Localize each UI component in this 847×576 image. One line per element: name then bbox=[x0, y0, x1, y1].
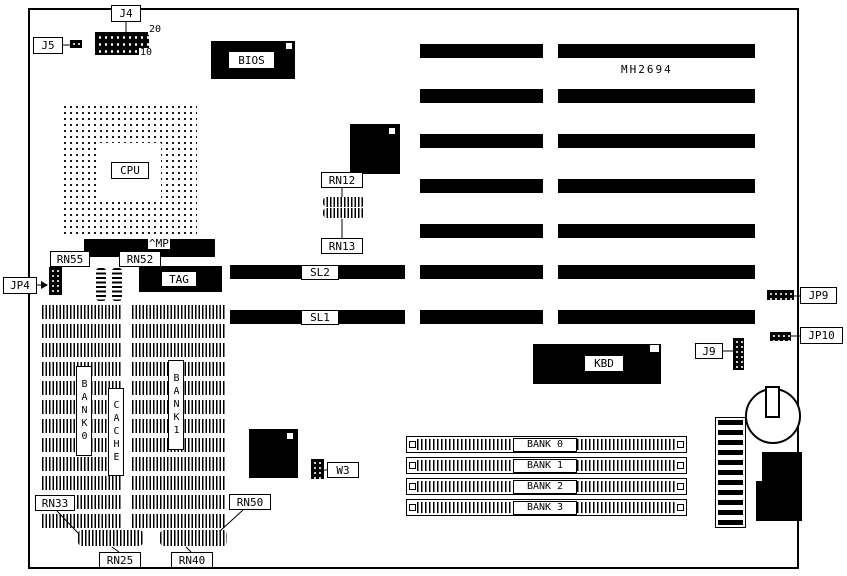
resistor-network-rn55 bbox=[96, 268, 106, 301]
isa-slot-segment bbox=[420, 134, 543, 148]
jumper-w3 bbox=[311, 459, 324, 479]
simm-clip-right bbox=[677, 462, 684, 469]
simm-bank2-label: BANK 2 bbox=[513, 480, 577, 494]
isa-slot-segment bbox=[558, 224, 755, 238]
slot-sl1-label: SL1 bbox=[301, 310, 339, 325]
leader-jp4-arrow bbox=[41, 281, 48, 289]
jumper-jp4-label: JP4 bbox=[3, 277, 37, 294]
tag-label: TAG bbox=[161, 271, 197, 287]
resistor-network-rn52 bbox=[112, 268, 122, 301]
leader-rn40 bbox=[185, 546, 192, 553]
simm-clip-left bbox=[409, 462, 416, 469]
j4-pin20-text: 20 bbox=[148, 24, 163, 35]
connector-j9-label: J9 bbox=[695, 343, 723, 359]
j4-pin10-text: 10 bbox=[139, 47, 154, 58]
jumper-jp9-label: JP9 bbox=[800, 287, 837, 304]
keyboard-din-connector-top bbox=[762, 452, 802, 482]
resistor-network-rn12 bbox=[323, 197, 365, 207]
power-connector bbox=[715, 417, 746, 528]
cache-bank1-label: BANK1 bbox=[168, 360, 184, 450]
kbd-label: KBD bbox=[584, 355, 624, 372]
isa-slot-segment bbox=[420, 224, 543, 238]
chipset-qfp-2-pin1-dot bbox=[287, 433, 293, 439]
simm-clip-left bbox=[409, 441, 416, 448]
bios-label: BIOS bbox=[228, 51, 275, 69]
cpu-label: CPU bbox=[111, 162, 149, 179]
jumper-jp4 bbox=[49, 267, 62, 295]
isa-slot-segment bbox=[420, 179, 543, 193]
simm-clip-right bbox=[677, 504, 684, 511]
simm-clip-left bbox=[409, 483, 416, 490]
slot-sl1-segment bbox=[420, 310, 543, 324]
bios-pin1-dot bbox=[286, 43, 292, 49]
leader-rn25 bbox=[111, 546, 120, 553]
slot-sl2-segment bbox=[420, 265, 543, 279]
mp-label: ^MP bbox=[148, 237, 170, 250]
leader-rn50 bbox=[219, 509, 244, 532]
slot-sl2-segment bbox=[558, 265, 755, 279]
isa-slot-segment bbox=[558, 89, 755, 103]
connector-j5-label: J5 bbox=[33, 37, 63, 54]
rn40-label: RN40 bbox=[171, 552, 213, 568]
connector-j9 bbox=[733, 338, 744, 370]
battery-clip bbox=[765, 386, 780, 418]
isa-slot-segment bbox=[558, 44, 755, 58]
simm-clip-left bbox=[409, 504, 416, 511]
resistor-network-rn13 bbox=[323, 208, 365, 218]
cache-bank0-label: BANK0 bbox=[76, 366, 92, 456]
pin-header-j4 bbox=[95, 32, 149, 55]
simm-bank0-label: BANK 0 bbox=[513, 438, 577, 452]
slot-sl1-segment bbox=[558, 310, 755, 324]
resistor-network-rn40 bbox=[160, 530, 227, 546]
jumper-jp9 bbox=[767, 290, 794, 300]
connector-j4-label: J4 bbox=[111, 5, 141, 22]
isa-slot-segment bbox=[558, 134, 755, 148]
rn50-label: RN50 bbox=[229, 494, 271, 510]
power-connector-pins bbox=[718, 420, 743, 525]
isa-slot-segment bbox=[558, 179, 755, 193]
resistor-network-rn25 bbox=[78, 530, 143, 546]
leader-rn33 bbox=[56, 510, 79, 534]
chipset-qfp-1-pin1-dot bbox=[389, 128, 395, 134]
rn55-label: RN55 bbox=[50, 251, 90, 267]
isa-slot-segment bbox=[420, 44, 543, 58]
keyboard-controller-notch bbox=[650, 345, 659, 352]
simm-bank3-label: BANK 3 bbox=[513, 501, 577, 515]
cache-label: CACHE bbox=[108, 388, 124, 476]
isa-slot-segment bbox=[420, 89, 543, 103]
jumper-jp10 bbox=[770, 332, 791, 341]
rn12-label: RN12 bbox=[321, 172, 363, 188]
keyboard-din-connector-body bbox=[756, 481, 802, 521]
rn13-label: RN13 bbox=[321, 238, 363, 254]
connector-j5 bbox=[70, 40, 82, 48]
simm-clip-right bbox=[677, 483, 684, 490]
jumper-w3-label: W3 bbox=[327, 462, 359, 478]
board-model-text: MH2694 bbox=[621, 63, 673, 76]
jumper-jp10-label: JP10 bbox=[800, 327, 843, 344]
slot-sl2-label: SL2 bbox=[301, 265, 339, 280]
simm-bank1-label: BANK 1 bbox=[513, 459, 577, 473]
rn25-label: RN25 bbox=[99, 552, 141, 568]
rn52-label: RN52 bbox=[119, 251, 161, 267]
rn33-label: RN33 bbox=[35, 495, 75, 511]
simm-clip-right bbox=[677, 441, 684, 448]
